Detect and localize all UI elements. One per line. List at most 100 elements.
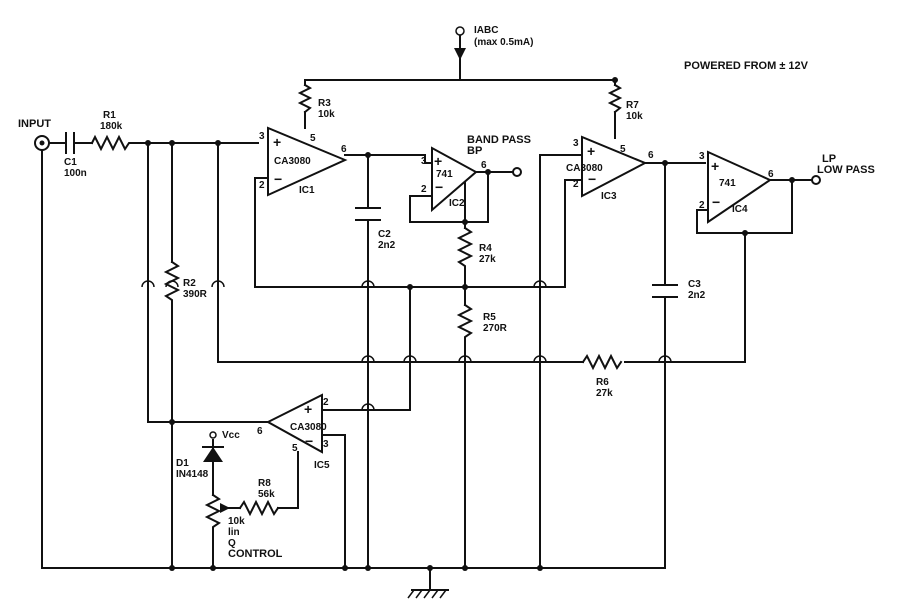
wiring (41, 33, 813, 591)
pot-taper: lin (228, 527, 240, 538)
potentiometer-icon[interactable] (204, 493, 230, 533)
diode-d1-icon (202, 431, 224, 462)
crossovers (141, 280, 672, 411)
ic1-plus: + (273, 134, 281, 150)
capacitor-c3-icon (652, 284, 678, 298)
capacitor-c1-icon (65, 132, 75, 154)
ic5-pin2: 2 (323, 397, 329, 408)
capacitor-c2-icon (355, 207, 381, 221)
r5-value: 270R (483, 323, 508, 334)
ic5-plus: + (304, 401, 312, 417)
iabc-arrow-icon (454, 26, 466, 60)
ic1-pin6: 6 (341, 144, 347, 155)
ic3-opamp (581, 135, 648, 198)
q-control-label: CONTROL (228, 548, 283, 560)
iabc-label: IABC (474, 25, 498, 36)
ic2-part: 741 (436, 169, 453, 180)
ic3-pin5: 5 (620, 144, 626, 155)
ic4-ref: IC4 (732, 204, 748, 215)
ic4-pin6: 6 (768, 169, 774, 180)
ic4-plus: + (711, 158, 719, 174)
ic4-opamp (707, 150, 773, 224)
ic3-pin6: 6 (648, 150, 654, 161)
ic1-pin2: 2 (259, 180, 265, 191)
ic4-minus: − (712, 194, 720, 210)
resistor-r4-icon (456, 226, 474, 271)
r6-ref: R6 (596, 377, 609, 388)
ic3-plus: + (587, 143, 595, 159)
c2-ref: C2 (378, 229, 391, 240)
ic1-ref: IC1 (299, 185, 315, 196)
q-letter: Q (228, 538, 236, 549)
lp-terminal-icon[interactable] (811, 175, 821, 185)
ic1-minus: − (274, 171, 282, 187)
ic2-pin3: 3 (421, 156, 427, 167)
c3-value: 2n2 (688, 290, 706, 301)
r1-ref: R1 (103, 110, 116, 121)
r1-value: 180k (100, 121, 123, 132)
ic1-opamp (267, 126, 348, 197)
r2-value: 390R (183, 289, 208, 300)
r8-value: 56k (258, 489, 275, 500)
ic3-pin2: 2 (573, 179, 579, 190)
ic3-ref: IC3 (601, 191, 617, 202)
r4-value: 27k (479, 254, 496, 265)
resistor-r8-icon (238, 499, 280, 517)
resistor-r2-icon (163, 260, 181, 305)
ic5-ref: IC5 (314, 460, 330, 471)
r7-value: 10k (626, 111, 643, 122)
d1-ref: D1 (176, 458, 189, 469)
c2-value: 2n2 (378, 240, 396, 251)
ic2-plus: + (434, 153, 442, 169)
resistor-r5-icon (456, 303, 474, 343)
ic5-pin3: 3 (323, 439, 329, 450)
c1-value: 100n (64, 168, 87, 179)
ic1-part: CA3080 (274, 156, 311, 167)
c1-ref: C1 (64, 157, 77, 168)
ic4-part: 741 (719, 178, 736, 189)
r3-value: 10k (318, 109, 335, 120)
ic4-pin2: 2 (699, 200, 705, 211)
r4-ref: R4 (479, 243, 492, 254)
resistor-r7-icon (607, 83, 623, 114)
r5-ref: R5 (483, 312, 496, 323)
r2-ref: R2 (183, 278, 196, 289)
lp-label: LOW PASS (817, 164, 875, 176)
r6-value: 27k (596, 388, 613, 399)
ic3-pin3: 3 (573, 138, 579, 149)
ic5-opamp (265, 393, 323, 454)
ground-icon (407, 589, 449, 599)
d1-value: IN4148 (176, 469, 209, 480)
lp-short: LP (822, 153, 836, 165)
ic2-opamp (431, 146, 478, 213)
vcc-label: Vcc (222, 430, 240, 441)
ic3-minus: − (588, 171, 596, 187)
bp-terminal-icon[interactable] (512, 167, 522, 177)
junction-dots (145, 77, 795, 571)
ic3-part: CA3080 (566, 163, 603, 174)
bp-label: BAND PASS (467, 134, 531, 146)
pot-value: 10k (228, 516, 245, 527)
ic1-pin3: 3 (259, 131, 265, 142)
r3-ref: R3 (318, 98, 331, 109)
input-terminal-icon[interactable] (34, 135, 50, 151)
ic2-pin6: 6 (481, 160, 487, 171)
c3-ref: C3 (688, 279, 701, 290)
r8-ref: R8 (258, 478, 271, 489)
ic5-part: CA3080 (290, 422, 327, 433)
r7-ref: R7 (626, 100, 639, 111)
ic2-minus: − (435, 179, 443, 195)
ic2-pin2: 2 (421, 184, 427, 195)
input-label: INPUT (18, 118, 51, 130)
ic5-minus: − (305, 433, 313, 449)
ic2-ref: IC2 (449, 198, 465, 209)
resistor-r6-icon (581, 353, 623, 371)
iabc-max-label: (max 0.5mA) (474, 37, 533, 48)
ic5-pin5: 5 (292, 443, 298, 454)
ic4-pin3: 3 (699, 151, 705, 162)
bp-short: BP (467, 145, 482, 157)
ic1-pin5: 5 (310, 133, 316, 144)
resistor-r3-icon (297, 83, 313, 114)
resistor-r1-icon (90, 134, 133, 152)
